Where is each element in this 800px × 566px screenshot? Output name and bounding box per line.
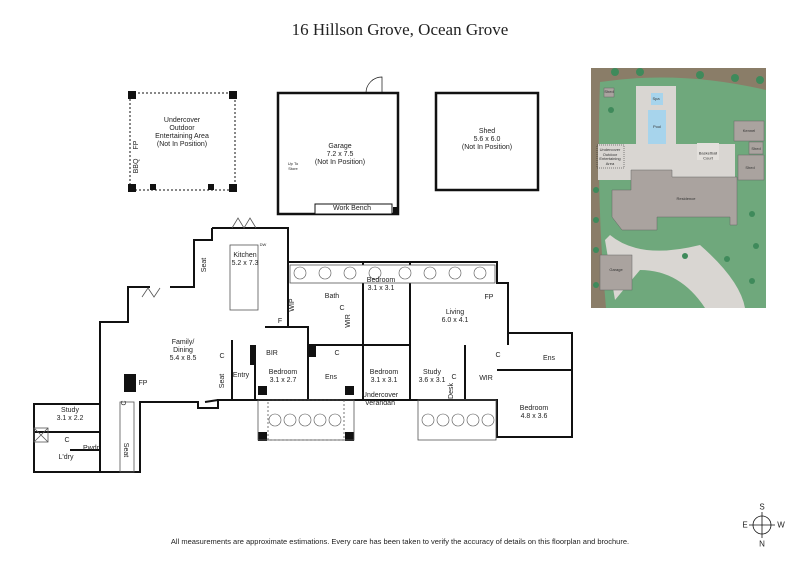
- laundry-label: L'dry: [58, 454, 74, 461]
- room-name: Bedroom: [519, 405, 549, 412]
- room-size: 5.4 x 8.5: [169, 355, 197, 362]
- site-entertaining-label: Undercover Outdoor Entertaining Area: [599, 147, 621, 166]
- posts: [124, 91, 399, 441]
- site-shed-label: Shed: [751, 145, 761, 151]
- room-name: Bedroom: [268, 369, 298, 376]
- site-shed-label: Shed: [604, 88, 614, 94]
- shed-note: (Not In Position): [461, 144, 513, 151]
- entertaining-note: (Not In Position): [156, 141, 208, 148]
- fixtures: [33, 217, 497, 473]
- compass-icon: [749, 512, 775, 538]
- cupboard-label: C: [495, 352, 501, 359]
- room-name: Family/ Dining: [171, 339, 195, 354]
- garage-note: (Not In Position): [314, 159, 366, 166]
- room-size: 5.2 x 7.3: [231, 260, 259, 267]
- disclaimer: All measurements are approximate estimat…: [170, 537, 630, 546]
- bath-label: Bath: [324, 293, 340, 300]
- entry-label: Entry: [232, 372, 250, 379]
- entertaining-name: Undercover Outdoor Entertaining Area: [155, 117, 209, 140]
- ensuite-label: Ens: [324, 374, 338, 381]
- store-label: Up To Store: [287, 161, 299, 171]
- cupboard-label: C: [219, 353, 225, 360]
- seat-label: Seat: [219, 373, 226, 389]
- site-garage-label: Garage: [609, 266, 623, 272]
- compass-east: E: [742, 520, 748, 530]
- cupboard-label: C: [121, 400, 128, 406]
- hedge-shrubs: [268, 266, 495, 427]
- compass-west: W: [777, 520, 785, 530]
- site-kennel-label: Kennel: [742, 127, 756, 133]
- powder-room-label: Pwdr: [83, 445, 99, 452]
- room-size: 3.1 x 3.1: [367, 285, 395, 292]
- house-walls: [33, 227, 573, 473]
- site-basketball-label: Basketball Court: [698, 150, 718, 160]
- bbq-label: BBQ: [133, 158, 140, 174]
- work-bench-label: Work Bench: [333, 205, 371, 212]
- fireplace-label: FP: [138, 380, 148, 387]
- room-name: Study: [61, 407, 79, 414]
- room-name: Living: [445, 309, 465, 316]
- room-size: 3.1 x 3.1: [370, 377, 398, 384]
- site-residence-label: Residence: [676, 195, 696, 201]
- fireplace-label: FP: [484, 294, 494, 301]
- room-name: Bedroom: [366, 277, 396, 284]
- compass-north: N: [759, 539, 765, 549]
- site-plan: [591, 68, 766, 308]
- shed-name: Shed: [478, 128, 496, 135]
- room-size: 6.0 x 4.1: [441, 317, 469, 324]
- desk-label: Desk: [448, 383, 455, 399]
- room-size: 3.1 x 2.2: [56, 415, 84, 422]
- cupboard-label: C: [339, 305, 345, 312]
- cupboard-label: C: [451, 374, 457, 381]
- dishwasher-label: DW: [259, 242, 267, 247]
- fireplace-label: FP: [133, 140, 140, 150]
- seat-label: Seat: [201, 257, 208, 273]
- wir-label: WIR: [479, 375, 493, 382]
- entertaining-area-label: Undercover Outdoor Entertaining Area (No…: [152, 117, 212, 149]
- room-name: Bedroom: [369, 369, 399, 376]
- room-name: Study: [423, 369, 441, 376]
- garage-name: Garage: [328, 143, 352, 150]
- wip-label: WIP: [289, 298, 296, 312]
- cupboard-label: C: [64, 437, 70, 444]
- wir-label: WIR: [345, 314, 352, 328]
- bir-label: BIR: [266, 350, 278, 357]
- site-spa-label: Spa: [652, 95, 660, 101]
- site-pool-label: Pool: [652, 123, 662, 129]
- room-size: 3.6 x 3.1: [418, 377, 446, 384]
- seat-label: Seat: [122, 442, 129, 458]
- shed-label: Shed 5.6 x 6.0 (Not In Position): [462, 128, 512, 152]
- compass-south: S: [759, 502, 765, 512]
- room-verandah: Undercover Verandah: [361, 392, 399, 407]
- room-size: 3.1 x 2.7: [269, 377, 297, 384]
- site-shed-label: Shed: [745, 164, 755, 170]
- cupboard-label: C: [334, 350, 340, 357]
- ensuite-label: Ens: [542, 355, 556, 362]
- room-name: Kitchen: [233, 252, 257, 259]
- shed-size: 5.6 x 6.0: [473, 136, 501, 143]
- fridge-label: F: [277, 318, 283, 325]
- page-title: 16 Hillson Grove, Ocean Grove: [291, 20, 509, 39]
- garage-label: Garage 7.2 x 7.5 (Not In Position): [315, 143, 365, 167]
- garage-size: 7.2 x 7.5: [326, 151, 354, 158]
- room-size: 4.8 x 3.6: [520, 413, 548, 420]
